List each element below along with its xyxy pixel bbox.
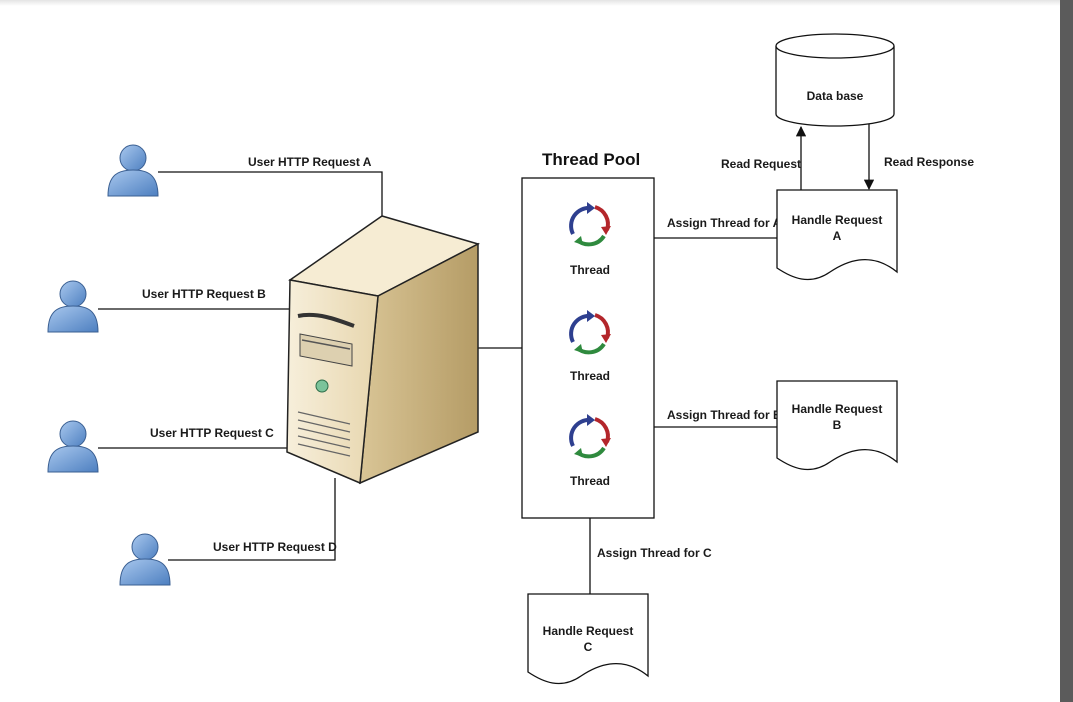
- thread-pool-box: [521, 177, 655, 519]
- scrollbar[interactable]: [1060, 0, 1073, 702]
- window-top-edge: [0, 0, 1060, 6]
- handle-request-b-line1: Handle Request: [792, 402, 883, 416]
- connector-user-d: [168, 478, 336, 561]
- user-request-b-label: User HTTP Request B: [142, 287, 266, 301]
- handle-request-a-doc: Handle Request A: [776, 189, 898, 281]
- thread-3-label: Thread: [570, 474, 610, 488]
- thread-1-label: Thread: [570, 263, 610, 277]
- read-request-label: Read Request: [721, 157, 801, 171]
- thread-2-label: Thread: [570, 369, 610, 383]
- handle-request-b-line2: B: [833, 418, 842, 432]
- user-request-a-label: User HTTP Request A: [248, 155, 372, 169]
- server-icon: [286, 215, 481, 485]
- handle-request-c-line1: Handle Request: [543, 624, 634, 638]
- connectors: [98, 122, 875, 594]
- user-c-icon: [47, 420, 99, 473]
- handle-request-c-line2: C: [584, 640, 593, 654]
- assign-b-label: Assign Thread for B: [667, 408, 782, 422]
- assign-a-label: Assign Thread for A: [667, 216, 782, 230]
- thread-pool-title: Thread Pool: [542, 150, 640, 169]
- database-label: Data base: [807, 89, 864, 103]
- assign-c-label: Assign Thread for C: [597, 546, 712, 560]
- user-request-c-label: User HTTP Request C: [150, 426, 274, 440]
- connector-user-a: [158, 171, 383, 228]
- user-b-icon: [47, 280, 99, 333]
- database-icon: Data base: [775, 33, 895, 127]
- handle-request-a-line1: Handle Request: [792, 213, 883, 227]
- user-request-d-label: User HTTP Request D: [213, 540, 337, 554]
- user-d-icon: [119, 533, 171, 586]
- handle-request-a-line2: A: [833, 229, 842, 243]
- user-a-icon: [107, 144, 159, 197]
- handle-request-c-doc: Handle Request C: [527, 593, 649, 685]
- read-response-label: Read Response: [884, 155, 974, 169]
- handle-request-b-doc: Handle Request B: [776, 380, 898, 471]
